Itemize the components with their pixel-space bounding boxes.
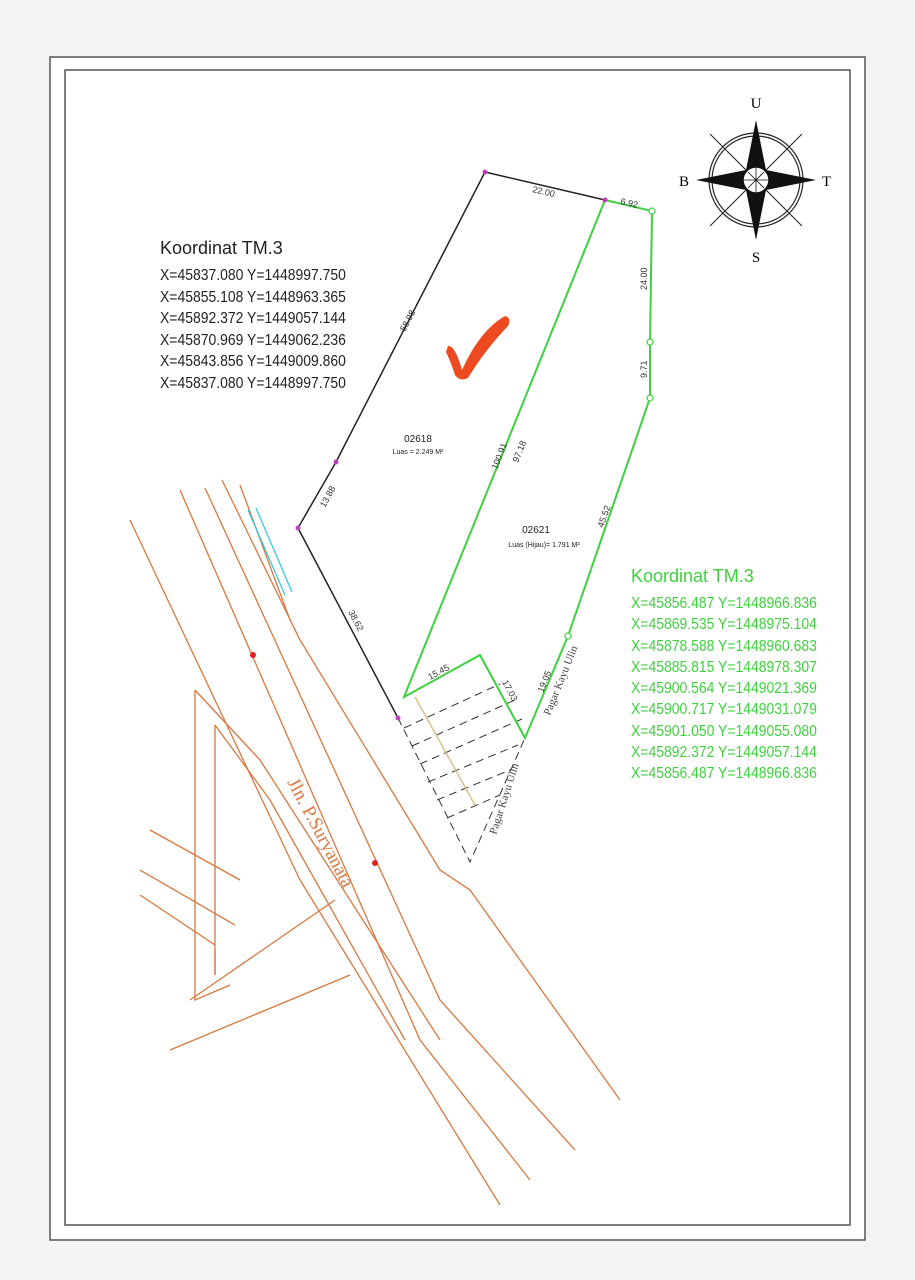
compass-rose-icon: U S T B [679,96,831,266]
coordinates-parcel-02621: Koordinat TM.3 X=45856.487 Y=1448966.836… [631,566,838,785]
compass-south: S [752,250,760,266]
coordinate-row: X=45892.372 Y=1449057.144 [631,744,817,762]
road-marker [372,860,378,866]
coordinate-row: X=45856.487 Y=1448966.836 [631,765,817,783]
coordinate-row: X=45900.717 Y=1449031.079 [631,701,817,719]
coordinates-title: Koordinat TM.3 [631,566,754,586]
road-lines [129,479,621,1206]
drainage-lines [247,507,293,596]
road-marker [250,652,256,658]
coordinate-row: X=45856.487 Y=1448966.836 [631,595,817,612]
coordinate-row: X=45837.080 Y=1448997.750 [160,374,346,392]
coordinate-row: X=45901.050 Y=1449055.080 [631,722,817,740]
dim-green-top: 6.92 [620,196,639,210]
parcel-02618-id: 02618 [404,434,432,445]
fence-area [397,683,526,864]
coordinate-row: X=45900.564 Y=1449021.369 [631,680,817,698]
parcel-02621-area: Luas (Hijau)= 1.791 M² [508,542,580,549]
coordinate-row: X=45837.080 Y=1448997.750 [160,267,346,284]
compass-east: T [822,174,831,190]
compass-west: B [679,174,689,190]
vertex-markers-black [295,169,608,721]
dim-green-right-upper: 24.00 [639,267,649,290]
parcel-02621-id: 02621 [522,525,550,536]
dim-top: 22.00 [532,184,556,199]
coordinate-row: X=45869.535 Y=1448975.104 [631,616,817,634]
coordinates-parcel-02618: Koordinat TM.3 X=45837.080 Y=1448997.750… [160,238,367,394]
compass-north: U [751,96,762,112]
dim-green-right-mid: 9.71 [639,360,649,378]
fence-centerline [414,696,476,806]
coordinate-row: X=45843.856 Y=1449009.860 [160,353,346,370]
check-mark-icon [446,316,510,380]
coordinate-row: X=45855.108 Y=1448963.365 [160,288,346,306]
vertex-markers [564,207,656,640]
page-frame-inner [64,69,851,1226]
parcel-02618-area: Luas = 2.249 M² [393,449,444,456]
coordinate-row: X=45878.588 Y=1448960.683 [631,637,817,655]
coordinate-row: X=45885.815 Y=1448978.307 [631,658,817,676]
coordinate-row: X=45870.969 Y=1449062.236 [160,331,346,349]
coordinates-title: Koordinat TM.3 [160,238,283,258]
coordinate-row: X=45892.372 Y=1449057.144 [160,310,346,327]
